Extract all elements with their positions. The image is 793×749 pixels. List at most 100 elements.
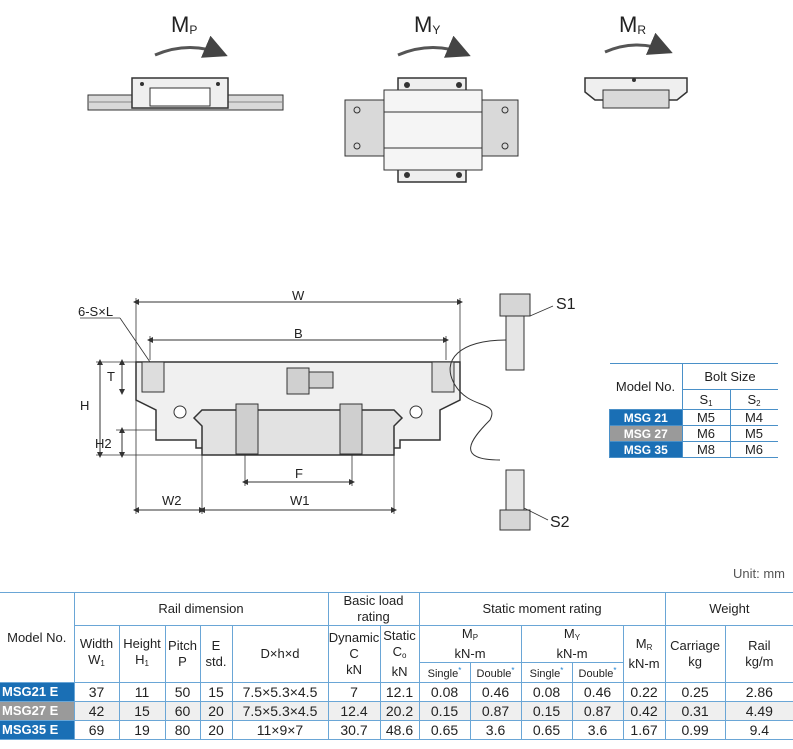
- table-cell: 0.65: [520, 720, 573, 740]
- table-cell: 9.4: [724, 720, 793, 740]
- dim-w2: W2: [162, 493, 182, 508]
- table-cell: 20.2: [379, 701, 420, 721]
- front-view: [80, 298, 463, 514]
- bolt-row-model: MSG 35: [609, 441, 683, 458]
- bolt-row-s2: M6: [729, 441, 778, 458]
- col-my-single: Single*: [520, 662, 573, 683]
- bolt-row-model: MSG 21: [609, 409, 683, 426]
- dim-w: W: [292, 288, 305, 303]
- dim-w1: W1: [290, 493, 310, 508]
- table-cell: 4.49: [724, 701, 793, 721]
- row-model: MSG21 E: [0, 682, 75, 702]
- group-static-moment: Static moment rating: [418, 592, 666, 626]
- my-arrow: [397, 35, 471, 58]
- moment-mp-title: MP: [171, 12, 198, 37]
- unit-label: Unit: mm: [733, 566, 785, 581]
- bolt-row-s1: M6: [681, 425, 731, 442]
- table-cell: 3.6: [469, 720, 522, 740]
- table-cell: 0.87: [571, 701, 624, 721]
- row-model: MSG35 E: [0, 720, 75, 740]
- table-cell: 0.25: [664, 682, 726, 702]
- moment-my-title: MY: [414, 12, 441, 37]
- bolt-sub-s2: S2: [729, 389, 778, 410]
- col-mp-double: Double*: [469, 662, 522, 683]
- bolt-row-model: MSG 27: [609, 425, 683, 442]
- table-cell: 0.65: [418, 720, 471, 740]
- table-cell: 30.7: [327, 720, 381, 740]
- table-cell: 19: [118, 720, 166, 740]
- table-cell: 12.4: [327, 701, 381, 721]
- dim-t: T: [107, 369, 115, 384]
- mp-side-view: [87, 77, 284, 111]
- group-rail-dimension: Rail dimension: [73, 592, 329, 626]
- dim-s2: S2: [550, 514, 570, 531]
- table-cell: 0.08: [520, 682, 573, 702]
- bolt-row-s2: M4: [729, 409, 778, 426]
- table-cell: 50: [164, 682, 201, 702]
- table-cell: 0.87: [469, 701, 522, 721]
- table-cell: 11×9×7: [231, 720, 329, 740]
- row-model: MSG27 E: [0, 701, 75, 721]
- col-mp-single: Single*: [418, 662, 471, 683]
- moment-mr-title: MR: [619, 12, 646, 37]
- table-cell: 0.15: [520, 701, 573, 721]
- table-cell: 7.5×5.3×4.5: [231, 682, 329, 702]
- table-cell: 1.67: [622, 720, 666, 740]
- bolt-row-s1: M5: [681, 409, 731, 426]
- s2-bolt: [499, 469, 549, 531]
- table-cell: 15: [199, 682, 233, 702]
- spec-table: Model No. Rail dimension Basic load rati…: [0, 592, 793, 740]
- bolt-row-s2: M5: [729, 425, 778, 442]
- mr-arrow: [604, 32, 673, 55]
- group-basic-load: Basic load rating: [327, 592, 420, 626]
- group-weight: Weight: [664, 592, 793, 626]
- technical-drawing: [80, 32, 688, 531]
- table-cell: 7: [327, 682, 381, 702]
- table-cell: 0.15: [418, 701, 471, 721]
- table-cell: 60: [164, 701, 201, 721]
- table-cell: 0.42: [622, 701, 666, 721]
- my-top-view: [344, 77, 519, 183]
- dim-6sxl: 6-S×L: [78, 304, 114, 319]
- col-model: Model No.: [0, 592, 75, 683]
- table-cell: 0.31: [664, 701, 726, 721]
- table-cell: 7.5×5.3×4.5: [231, 701, 329, 721]
- col-dhd: D×h×d: [231, 625, 329, 683]
- table-cell: 3.6: [571, 720, 624, 740]
- s1-bolt: [449, 293, 554, 461]
- dim-b: B: [294, 326, 303, 341]
- table-cell: 0.22: [622, 682, 666, 702]
- bolt-row: MSG 27 M6 M5: [609, 425, 778, 442]
- table-cell: 20: [199, 701, 233, 721]
- dim-h2: H2: [95, 436, 112, 451]
- mp-arrow: [154, 35, 228, 58]
- bolt-row: MSG 21 M5 M4: [609, 409, 778, 426]
- dim-f: F: [295, 466, 303, 481]
- mr-end-view: [584, 77, 688, 109]
- table-cell: 20: [199, 720, 233, 740]
- table-cell: 0.08: [418, 682, 471, 702]
- bolt-size-table: Model No. Bolt Size S1 S2 MSG 21 M5 M4 M…: [609, 363, 778, 458]
- table-cell: 42: [73, 701, 120, 721]
- col-my-double: Double*: [571, 662, 624, 683]
- dim-h: H: [80, 398, 90, 413]
- table-cell: 80: [164, 720, 201, 740]
- dim-s1: S1: [556, 296, 576, 313]
- table-cell: 37: [73, 682, 120, 702]
- table-cell: 11: [118, 682, 166, 702]
- table-cell: 69: [73, 720, 120, 740]
- table-cell: 12.1: [379, 682, 420, 702]
